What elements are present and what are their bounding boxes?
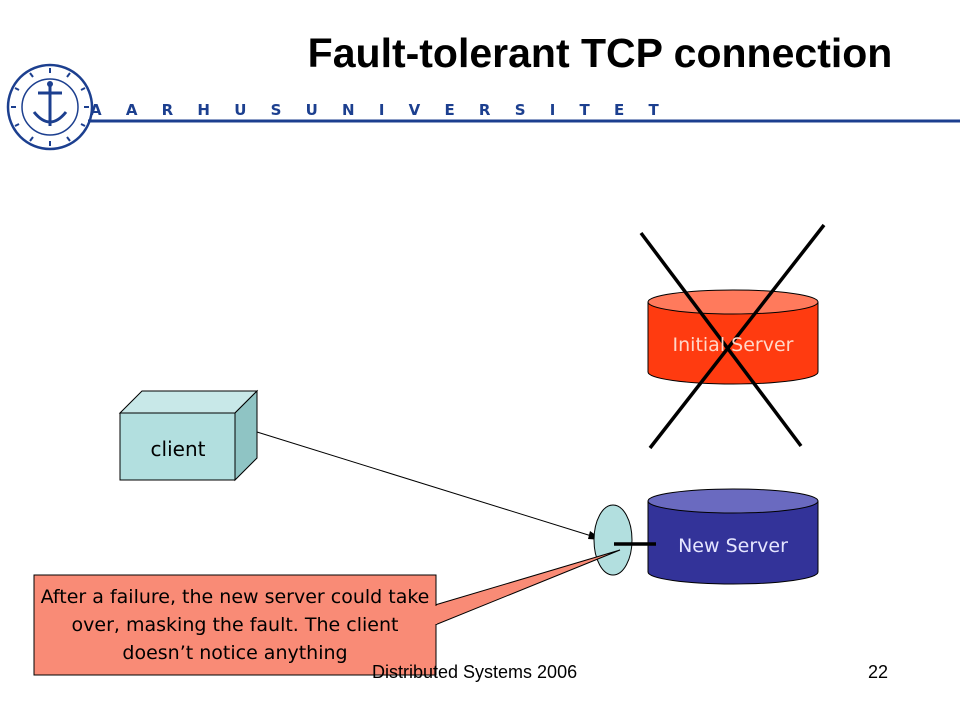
new-server-label: New Server <box>678 535 788 557</box>
client-connection-arrow <box>256 431 603 540</box>
university-name: A A R H U S U N I V E R S I T E T <box>90 101 669 119</box>
university-seal-logo <box>6 63 94 151</box>
slide-number: 22 <box>868 662 889 682</box>
new-server-cylinder <box>647 488 819 585</box>
tcp-port-ellipse <box>593 504 633 576</box>
client-label: client <box>151 437 206 461</box>
slide-title: Fault-tolerant TCP connection <box>307 30 893 76</box>
footer-course-name: Distributed Systems 2006 <box>372 662 578 682</box>
failure-cross-mark <box>639 223 826 450</box>
callout-text: After a failure, the new server could ta… <box>40 586 430 664</box>
initial-server-label: Initial Server <box>673 334 794 356</box>
client-box <box>118 389 259 482</box>
callout-bubble <box>33 549 621 676</box>
